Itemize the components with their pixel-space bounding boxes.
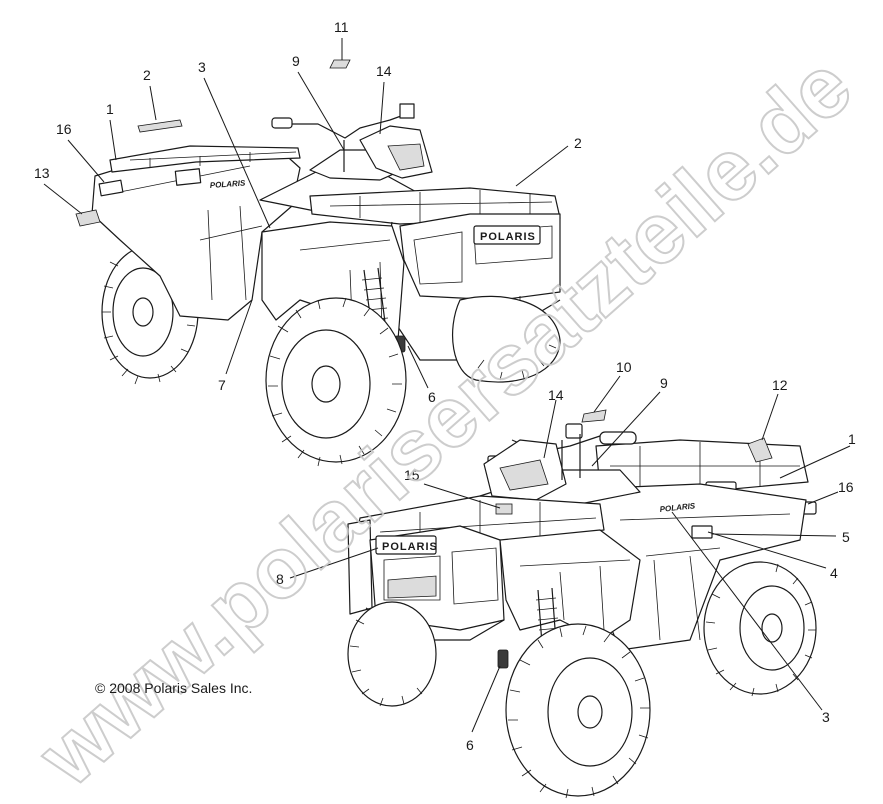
callout-14: 14 xyxy=(376,63,392,79)
callout-1: 1 xyxy=(848,431,856,447)
callout-7: 7 xyxy=(218,377,226,393)
lower-handlebar xyxy=(483,423,637,501)
callout-10: 10 xyxy=(616,359,632,375)
callout-6: 6 xyxy=(466,737,474,753)
callout-14: 14 xyxy=(548,387,564,403)
decal-10-marker xyxy=(581,409,607,423)
upper-front-end: POLARIS xyxy=(309,187,561,361)
callout-2-front: 2 xyxy=(574,135,582,151)
lower-rear-wheel xyxy=(703,561,817,697)
lower-shock xyxy=(497,587,560,669)
upper-front-polaris-logo: POLARIS xyxy=(480,231,536,243)
upper-rear-fender: POLARIS xyxy=(91,145,301,321)
callouts-lower: 10 9 14 12 1 16 15 5 4 8 3 6 xyxy=(276,359,856,753)
callout-4: 4 xyxy=(830,565,838,581)
upper-atv: POLARIS POLARIS xyxy=(91,103,561,467)
callout-3: 3 xyxy=(822,709,830,725)
lower-front-polaris-logo: POLARIS xyxy=(382,541,438,553)
callout-15: 15 xyxy=(404,467,420,483)
copyright-notice: © 2008 Polaris Sales Inc. xyxy=(95,680,253,696)
callout-5: 5 xyxy=(842,529,850,545)
callout-16: 16 xyxy=(838,479,854,495)
lower-atv: POLARIS POLARIS xyxy=(347,423,817,799)
decal-11-marker xyxy=(329,59,351,69)
leader-lines xyxy=(43,38,851,733)
upper-handlebar xyxy=(271,103,433,179)
decal-15-marker xyxy=(495,503,513,515)
decal-12-marker xyxy=(747,437,773,463)
upper-far-front-wheel xyxy=(451,295,561,383)
lower-side-polaris-logo: POLARIS xyxy=(659,501,696,514)
callout-11: 11 xyxy=(334,19,349,35)
lower-right-front-wheel xyxy=(505,623,651,799)
callout-2: 2 xyxy=(143,67,151,83)
callout-16: 16 xyxy=(56,121,72,137)
lower-front-fender xyxy=(499,529,641,641)
decal-markers xyxy=(75,59,773,515)
callout-9: 9 xyxy=(660,375,668,391)
callout-1: 1 xyxy=(106,101,114,117)
callout-6: 6 xyxy=(428,389,436,405)
callout-9: 9 xyxy=(292,53,300,69)
callout-3: 3 xyxy=(198,59,206,75)
upper-front-wheel xyxy=(265,297,407,467)
callout-13: 13 xyxy=(34,165,50,181)
upper-side-polaris-logo: POLARIS xyxy=(210,178,247,190)
decal-2-marker xyxy=(137,119,183,133)
callout-12: 12 xyxy=(772,377,788,393)
callout-8: 8 xyxy=(276,571,284,587)
lower-left-front-wheel xyxy=(347,601,437,707)
callouts-upper: 11 2 3 9 14 1 16 13 2 7 6 xyxy=(34,19,582,405)
